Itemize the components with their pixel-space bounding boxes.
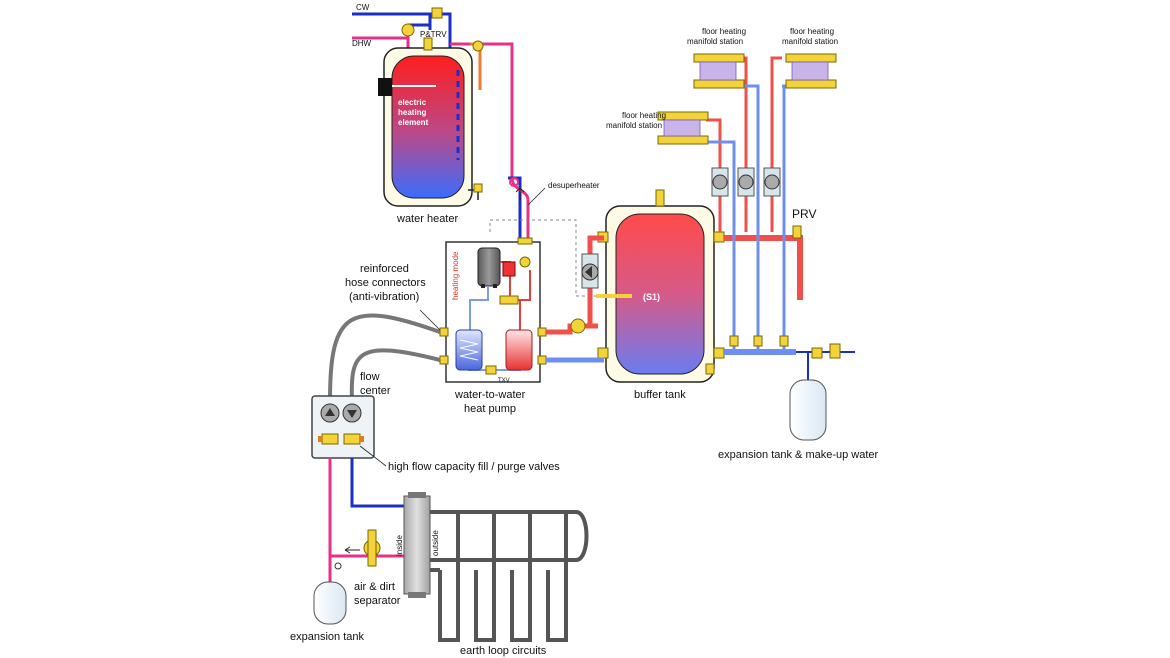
wall-sleeve xyxy=(403,495,431,595)
air-dirt-label-2: separator xyxy=(354,595,401,607)
s1-sensor-label: (S1) xyxy=(643,292,660,302)
drain-valve-icon xyxy=(473,183,483,193)
gauge-icon xyxy=(334,562,342,570)
cw-label: CW xyxy=(356,3,370,12)
circulator-icon xyxy=(712,174,728,190)
manifold-1-label-2: manifold station xyxy=(606,121,662,130)
heat-pump-label-1: water-to-water xyxy=(454,389,526,401)
circulator-icon xyxy=(738,174,754,190)
loop-supply-pipe xyxy=(350,458,410,508)
manifold-2-label-1: floor heating xyxy=(702,27,746,36)
zone-circulators xyxy=(711,167,789,347)
water-heater xyxy=(352,7,514,207)
ptrv-valve-icon xyxy=(423,37,433,51)
manifold-3-label-1: floor heating xyxy=(790,27,834,36)
air-dirt-label-1: air & dirt xyxy=(354,581,395,593)
flow-center xyxy=(311,395,375,459)
element-label-2: heating xyxy=(398,108,427,117)
check-valve-icon xyxy=(570,318,586,334)
manifold-2-label-2: manifold station xyxy=(687,37,743,46)
prv-label: PRV xyxy=(792,207,816,221)
flow-center-body xyxy=(311,395,375,459)
dhw-label: DHW xyxy=(352,39,372,48)
element-label-1: electric xyxy=(398,98,427,107)
hose-upper xyxy=(328,313,441,401)
prv-valve-icon xyxy=(792,225,802,239)
suction-line xyxy=(469,286,489,332)
flow-center-label-2: center xyxy=(360,385,391,397)
desuperheater-pump-icon xyxy=(519,256,531,268)
manifold-station-1 xyxy=(657,111,709,145)
buffer-tank-label: buffer tank xyxy=(634,389,686,401)
backflow-preventer-icon xyxy=(829,343,841,359)
inside-label: inside xyxy=(395,535,404,556)
expansion-tank-label: expansion tank xyxy=(290,631,364,643)
manifold-3-label-2: manifold station xyxy=(782,37,838,46)
hose-label-2: hose connectors xyxy=(345,277,426,289)
fill-purge-label: high flow capacity fill / purge valves xyxy=(388,461,560,473)
mixing-valve-icon xyxy=(401,23,415,37)
circulator-icon xyxy=(764,174,780,190)
check-valve-icon xyxy=(431,7,443,19)
earth-loop-circuits xyxy=(430,510,589,642)
desuperheater-hx-icon xyxy=(502,261,516,277)
control-wire xyxy=(489,219,610,297)
flow-arrow-icon xyxy=(515,187,525,200)
hose-label-3: (anti-vibration) xyxy=(349,291,419,303)
outside-label: outside xyxy=(431,530,440,556)
heating-mode-label: heating mode xyxy=(451,251,460,300)
loop-expansion-tank xyxy=(313,581,347,625)
flow-center-label-1: flow xyxy=(360,371,380,383)
txv-icon xyxy=(485,365,497,375)
drain-valve-icon xyxy=(705,363,715,375)
compressor-icon xyxy=(477,247,501,287)
condenser-icon xyxy=(505,329,533,371)
heat-pump-label-2: heat pump xyxy=(464,403,516,415)
flow-arrow-icon xyxy=(344,546,360,554)
manifold-station-2 xyxy=(693,53,745,89)
earth-loop-label: earth loop circuits xyxy=(460,645,547,657)
element-label-3: element xyxy=(398,118,429,127)
system-expansion-tank xyxy=(789,379,827,441)
desuperheater-label: desuperheater xyxy=(548,181,600,190)
hose-lower xyxy=(349,348,441,401)
expansion-makeup-label: expansion tank & make-up water xyxy=(718,449,879,461)
hose-label-1: reinforced xyxy=(360,263,409,275)
air-vent-icon xyxy=(655,189,665,207)
txv-label: TXV xyxy=(498,378,510,384)
heat-pump xyxy=(439,237,547,383)
ptrv-label: P&TRV xyxy=(420,30,447,39)
water-heater-tank xyxy=(391,55,465,199)
buffer-tank xyxy=(596,189,725,383)
reversing-valve-icon xyxy=(499,295,519,305)
purge-valve-icon xyxy=(321,433,339,445)
prv-fill-valve-icon xyxy=(811,347,823,359)
water-heater-label: water heater xyxy=(396,213,458,225)
manifold-1-label-1: floor heating xyxy=(622,111,666,120)
purge-valve-icon xyxy=(343,433,361,445)
zone-risers xyxy=(706,56,786,352)
manifold-station-3 xyxy=(785,53,837,89)
desuperheater-hot-line xyxy=(510,177,530,242)
electric-element-icon xyxy=(378,78,392,96)
